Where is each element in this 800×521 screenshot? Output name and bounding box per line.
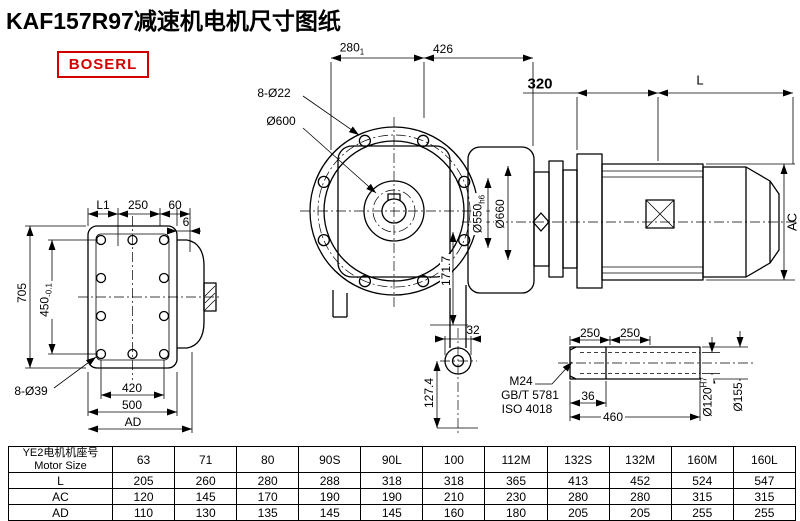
page-title-model: KAF157R97 <box>6 8 134 34</box>
brand-logo: BOSERL <box>57 51 149 78</box>
table-cell: 315 <box>732 488 797 506</box>
table-cell: 413 <box>546 472 610 490</box>
side-holes-label: 8-Ø39 <box>14 384 48 398</box>
page-title: KAF157R97减速机电机尺寸图纸 <box>6 2 341 36</box>
table-cell: 145 <box>360 504 424 521</box>
table-header-size: 132S <box>546 445 610 474</box>
dim-280-label: 2801 <box>339 40 365 57</box>
table-cell: 190 <box>298 488 362 506</box>
dim-500-label: 500 <box>121 398 143 412</box>
table-cell: 365 <box>484 472 548 490</box>
table-cell: 288 <box>298 472 362 490</box>
page-title-suffix: 减速机电机尺寸图纸 <box>133 8 341 34</box>
table-row-label: AC <box>8 488 113 506</box>
dim-250a-label: 250 <box>579 326 601 340</box>
table-cell: 318 <box>360 472 424 490</box>
table-cell: 280 <box>546 488 610 506</box>
table-header-size: 132M <box>608 445 672 474</box>
dia-155-label: Ø155 <box>731 380 745 414</box>
brand-logo-text: BOSERL <box>68 56 138 73</box>
table-cell: 255 <box>670 504 734 521</box>
dim-32-label: 32 <box>466 323 480 337</box>
dia-660-label: Ø660 <box>493 197 507 231</box>
dim-6-label: 6 <box>182 215 190 229</box>
table-cell: 452 <box>608 472 672 490</box>
table-cell: 205 <box>111 472 176 490</box>
table-header-size: 160M <box>670 445 734 474</box>
dim-60-label: 60 <box>168 198 182 212</box>
table-cell: 280 <box>236 472 300 490</box>
table-header-size: 80 <box>236 445 300 474</box>
table-cell: 135 <box>236 504 300 521</box>
table-header-size: 63 <box>111 445 176 474</box>
table-row-label: L <box>8 472 113 490</box>
table-cell: 280 <box>608 488 672 506</box>
dia-550-label: Ø550h6 <box>470 192 487 236</box>
table-cell: 205 <box>546 504 610 521</box>
left-view <box>78 216 220 380</box>
std-gbt-label: GB/T 5781 <box>501 388 559 402</box>
table-cell: 260 <box>174 472 238 490</box>
thread-m24-label: M24 <box>509 374 533 388</box>
dim-420-label: 420 <box>121 381 143 395</box>
table-cell: 205 <box>608 504 672 521</box>
table-cell: 170 <box>236 488 300 506</box>
table-cell: 318 <box>422 472 486 490</box>
table-cell: 110 <box>111 504 176 521</box>
dim-250-label: 250 <box>127 198 149 212</box>
dim-705-label: 705 <box>15 280 29 306</box>
table-cell: 524 <box>670 472 734 490</box>
dim-36-label: 36 <box>581 389 595 403</box>
dim-426-label: 426 <box>432 42 454 56</box>
table-cell: 210 <box>422 488 486 506</box>
dim-250b-label: 250 <box>619 326 641 340</box>
table-header-size: 90L <box>360 445 424 474</box>
table-cell: 120 <box>111 488 176 506</box>
front-holes-label: 8-Ø22 <box>257 86 291 100</box>
table-cell: 160 <box>422 504 486 521</box>
table-cell: 145 <box>298 504 362 521</box>
table-row-label: AD <box>8 504 113 521</box>
table-cell: 130 <box>174 504 238 521</box>
table-cell: 230 <box>484 488 548 506</box>
dimension-labels: 2801 426 8-Ø22 Ø600 320 L AC L1 250 60 6… <box>14 40 800 429</box>
table-cell: 180 <box>484 504 548 521</box>
table-header-size: 160L <box>732 445 797 474</box>
dim-320-label: 320 <box>527 75 553 93</box>
table-cell: 547 <box>732 472 797 490</box>
dim-127-4-label: 127.4 <box>422 375 436 411</box>
table-header-size: 90S <box>298 445 362 474</box>
table-header-size: 71 <box>174 445 238 474</box>
dim-450-label: 450-0.1 <box>37 281 54 319</box>
dimension-lines <box>25 54 795 433</box>
dim-L-label: L <box>696 72 704 88</box>
dim-L1-label: L1 <box>96 198 110 212</box>
dia-120-label: Ø120H7 <box>699 375 715 419</box>
table-cell: 145 <box>174 488 238 506</box>
std-iso-label: ISO 4018 <box>501 402 553 416</box>
dim-AC-label: AC <box>784 212 800 232</box>
table-cell: 190 <box>360 488 424 506</box>
table-cell: 315 <box>670 488 734 506</box>
table-header-size: 112M <box>484 445 548 474</box>
side-view-gearbox-motor <box>462 146 796 294</box>
dim-460-label: 460 <box>600 410 626 424</box>
dim-171-7-label: 171.7 <box>439 253 453 289</box>
table-header-size: 100 <box>422 445 486 474</box>
dia-600-label: Ø600 <box>266 114 296 128</box>
table-cell: 255 <box>732 504 797 521</box>
dim-AD-label: AD <box>124 415 142 429</box>
